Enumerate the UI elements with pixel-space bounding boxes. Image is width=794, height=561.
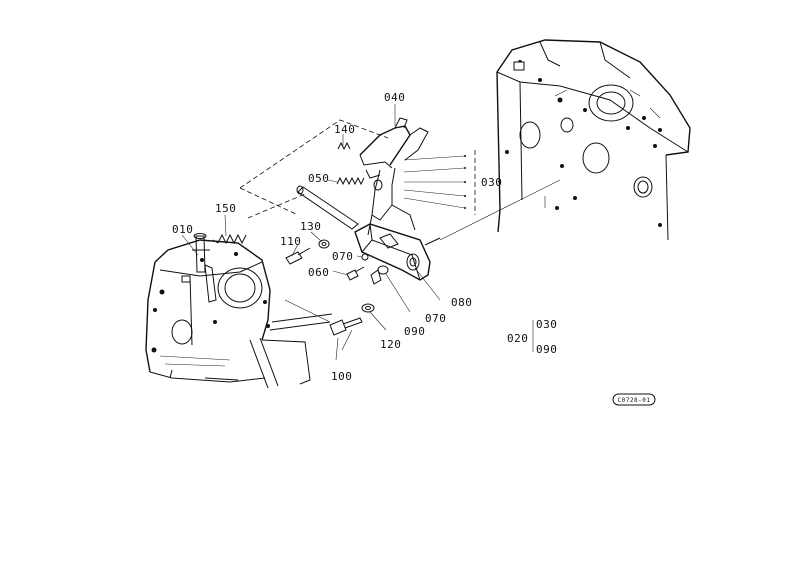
part-090-washer — [361, 303, 375, 313]
part-070-a-label: 070 — [332, 250, 353, 263]
part-090-label: 090 — [404, 325, 425, 338]
part-150-label: 150 — [215, 202, 236, 215]
part-120-label: 120 — [380, 338, 401, 351]
part-100-bolt — [329, 317, 363, 336]
part-110-bolt — [285, 247, 311, 265]
part-070-b-label: 070 — [425, 312, 446, 325]
part-030-label: 030 — [481, 176, 502, 189]
assembly-child-090-label: 090 — [536, 343, 557, 356]
part-150-spring — [212, 233, 247, 245]
part-050-label: 050 — [308, 172, 329, 185]
gear-case-drawing — [145, 239, 333, 389]
engine-block-drawing — [496, 39, 691, 241]
reference-code-text: C0728-01 — [618, 397, 651, 404]
part-070-a-pin — [361, 253, 369, 261]
part-130-label: 130 — [300, 220, 321, 233]
part-140-spring — [337, 141, 351, 151]
part-050-spring — [336, 176, 365, 186]
assembly-parent-label: 020 — [507, 332, 528, 345]
part-040-label: 040 — [384, 91, 405, 104]
assembly-child-030-label: 030 — [536, 318, 557, 331]
part-010-shaft — [192, 233, 210, 273]
reference-frame — [239, 119, 476, 219]
leader-lines — [181, 104, 561, 361]
part-040-shift-fork — [359, 117, 429, 236]
part-140-label: 140 — [334, 123, 355, 136]
part-100-label: 100 — [331, 370, 352, 383]
part-050-rod — [296, 185, 359, 230]
reference-code-badge: C0728-01 — [612, 393, 656, 406]
part-130-washer — [318, 239, 330, 249]
part-080-housing — [354, 223, 441, 281]
assembly-020-group: 020 030 090 — [507, 318, 557, 356]
part-010-label: 010 — [172, 223, 193, 236]
part-060-bolt — [346, 266, 365, 281]
part-080-label: 080 — [451, 296, 472, 309]
part-060-label: 060 — [308, 266, 329, 279]
part-110-label: 110 — [280, 235, 301, 248]
part-070-b-washer — [370, 265, 389, 285]
